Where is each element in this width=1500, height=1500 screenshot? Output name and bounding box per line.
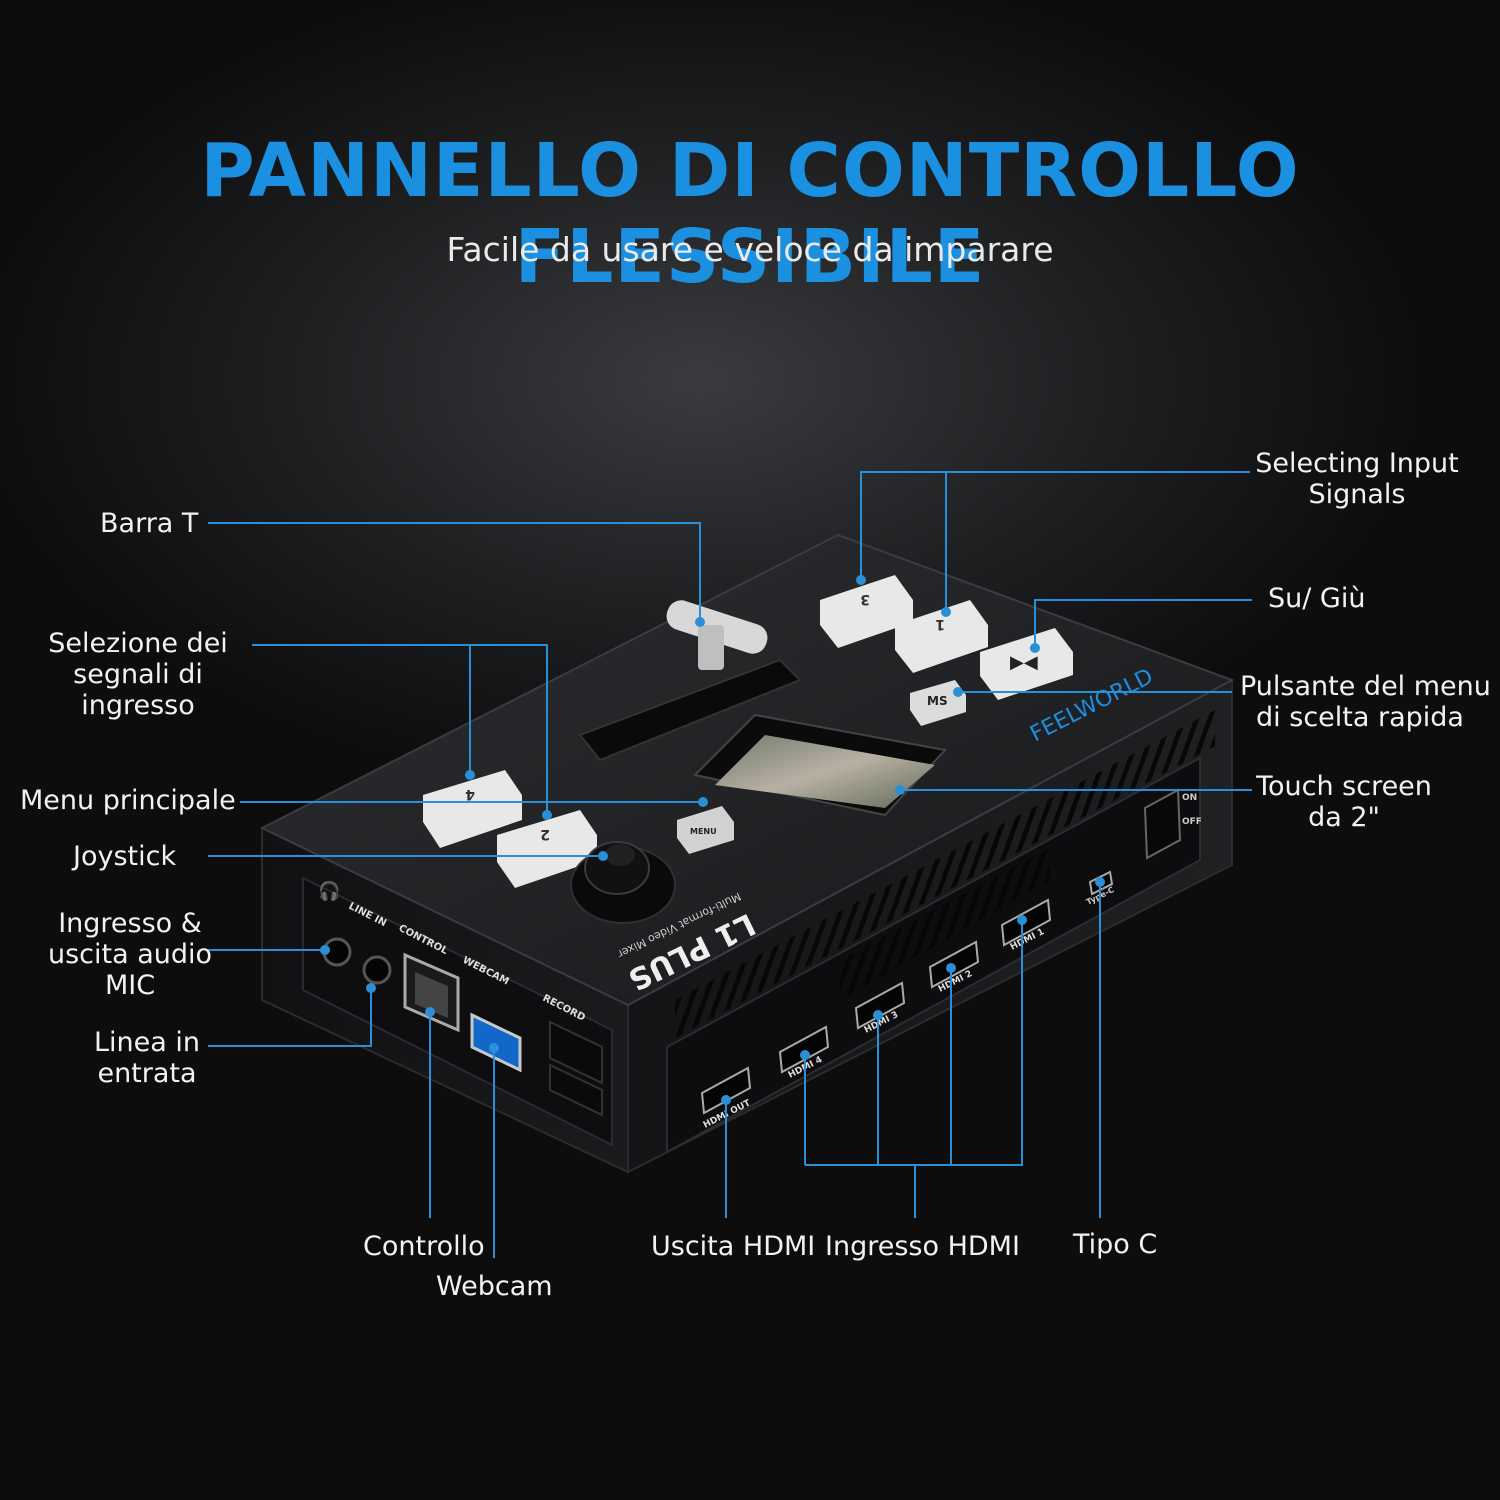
label-joystick: Joystick bbox=[73, 841, 177, 872]
input-buttons-right: 3 1 ▶◀ bbox=[820, 575, 1073, 700]
label-select-right-line1: Selecting Input bbox=[1255, 448, 1459, 479]
touch-screen-display[interactable] bbox=[715, 735, 935, 808]
headphone-icon: 🎧 bbox=[318, 880, 340, 902]
label-line-in-line1: Linea in bbox=[93, 1027, 200, 1058]
joystick-top bbox=[605, 844, 635, 866]
label-hdmi-out: Uscita HDMI bbox=[651, 1231, 816, 1262]
hdmi-4-port[interactable] bbox=[778, 1025, 830, 1074]
input-button-1[interactable] bbox=[895, 600, 988, 673]
menu-button-label: MENU bbox=[690, 827, 717, 836]
dot-hdmi-2 bbox=[946, 963, 956, 973]
dot-hdmi-4 bbox=[800, 1050, 810, 1060]
label-select-left-line2: segnali di bbox=[73, 659, 203, 690]
record-vent bbox=[549, 1063, 603, 1117]
label-touch-line2: da 2" bbox=[1308, 802, 1380, 833]
leader-t-bar bbox=[208, 522, 701, 622]
input-button-1-label: 1 bbox=[935, 616, 945, 632]
dot-line-in bbox=[366, 983, 376, 993]
dot-joystick bbox=[598, 851, 608, 861]
dot-select-left-4 bbox=[465, 770, 475, 780]
label-select-left: Selezione dei segnali di ingresso bbox=[40, 628, 236, 721]
leader-line-in bbox=[208, 988, 372, 1047]
ms-button-label: MS bbox=[927, 694, 948, 708]
page-title: PANNELLO DI CONTROLLO FLESSIBILE bbox=[200, 128, 1300, 300]
dot-hdmi-1 bbox=[1017, 915, 1027, 925]
record-slot[interactable] bbox=[549, 1020, 603, 1085]
input-button-4-label: 4 bbox=[465, 786, 475, 802]
touch-screen[interactable] bbox=[692, 713, 947, 817]
dot-audio bbox=[320, 945, 330, 955]
joystick[interactable] bbox=[570, 841, 676, 924]
power-on-label: ON bbox=[1182, 793, 1197, 803]
vent-grille-upper bbox=[675, 710, 1215, 1038]
label-control: Controllo bbox=[363, 1231, 485, 1262]
label-select-left-line1: Selezione dei bbox=[48, 628, 228, 659]
dot-select-left-2 bbox=[542, 810, 552, 820]
dot-control bbox=[425, 1007, 435, 1017]
page-subtitle: Facile da usare e veloce da imparare bbox=[446, 230, 1054, 269]
leader-dots bbox=[320, 575, 1105, 1105]
menu-button-group: MENU bbox=[677, 806, 734, 854]
dot-t-bar bbox=[695, 617, 705, 627]
hdmi-out-port[interactable] bbox=[700, 1066, 752, 1115]
dot-touch bbox=[895, 785, 905, 795]
label-touch: Touch screen da 2" bbox=[1255, 771, 1433, 833]
input-button-3-label: 3 bbox=[860, 591, 870, 607]
label-hdmi-in: Ingresso HDMI bbox=[825, 1231, 1020, 1262]
label-type-c: Tipo C bbox=[1073, 1229, 1158, 1260]
input-button-4[interactable] bbox=[423, 770, 522, 848]
t-bar-slot bbox=[578, 658, 802, 762]
label-webcam: Webcam bbox=[436, 1271, 553, 1302]
dot-webcam bbox=[489, 1043, 499, 1053]
label-up-down: Su/ Giù bbox=[1268, 583, 1366, 614]
dot-type-c bbox=[1095, 877, 1105, 887]
label-touch-line1: Touch screen bbox=[1256, 771, 1432, 802]
webcam-usb-port[interactable] bbox=[470, 1012, 522, 1073]
dot-select-right-3 bbox=[856, 575, 866, 585]
label-select-left-line3: ingresso bbox=[81, 690, 195, 721]
up-down-button[interactable] bbox=[980, 628, 1073, 700]
label-main-menu: Menu principale bbox=[20, 785, 236, 816]
dot-select-right-1 bbox=[941, 607, 951, 617]
line-in-jack[interactable] bbox=[362, 955, 392, 985]
label-line-in: Linea in entrata bbox=[82, 1027, 212, 1089]
up-down-icon: ▶◀ bbox=[1010, 652, 1038, 673]
dot-main-menu bbox=[698, 797, 708, 807]
input-button-3[interactable] bbox=[820, 575, 913, 648]
label-audio-line2: uscita audio bbox=[47, 939, 213, 970]
label-audio: Ingresso & uscita audio MIC bbox=[40, 908, 220, 1001]
label-t-bar: Barra T bbox=[100, 508, 199, 539]
label-line-in-line2: entrata bbox=[97, 1058, 197, 1089]
input-button-2[interactable] bbox=[497, 810, 597, 888]
leader-select-left bbox=[252, 644, 548, 815]
label-quick-menu-line1: Pulsante del menu bbox=[1240, 671, 1491, 702]
leader-up-down bbox=[1034, 599, 1252, 648]
power-off-label: OFF bbox=[1182, 817, 1202, 827]
leader-lines bbox=[208, 471, 1252, 1258]
control-ethernet-jack bbox=[415, 972, 448, 1018]
ms-button-group: MS bbox=[910, 680, 966, 726]
hdmi-3-port[interactable] bbox=[854, 981, 906, 1030]
t-bar[interactable] bbox=[578, 597, 802, 762]
label-audio-line3: MIC bbox=[104, 970, 156, 1001]
menu-button[interactable] bbox=[677, 806, 734, 854]
label-select-right-line2: Signals bbox=[1308, 479, 1406, 510]
dot-hdmi-out bbox=[721, 1095, 731, 1105]
label-quick-menu: Pulsante del menu di scelta rapida bbox=[1240, 671, 1491, 733]
dot-up-down bbox=[1030, 643, 1040, 653]
dot-quick-menu bbox=[953, 687, 963, 697]
leader-select-right bbox=[860, 471, 1250, 580]
label-quick-menu-line2: di scelta rapida bbox=[1256, 702, 1464, 733]
input-button-2-label: 2 bbox=[540, 826, 550, 842]
label-audio-line1: Ingresso & bbox=[58, 908, 202, 939]
dot-hdmi-3 bbox=[873, 1010, 883, 1020]
power-switch[interactable] bbox=[1143, 788, 1182, 860]
t-bar-stem bbox=[698, 625, 724, 670]
vent-grille-lower bbox=[840, 848, 1050, 1000]
ms-button[interactable] bbox=[910, 680, 966, 726]
label-select-right: Selecting Input Signals bbox=[1252, 448, 1462, 510]
input-buttons-left: 4 2 bbox=[423, 770, 597, 888]
